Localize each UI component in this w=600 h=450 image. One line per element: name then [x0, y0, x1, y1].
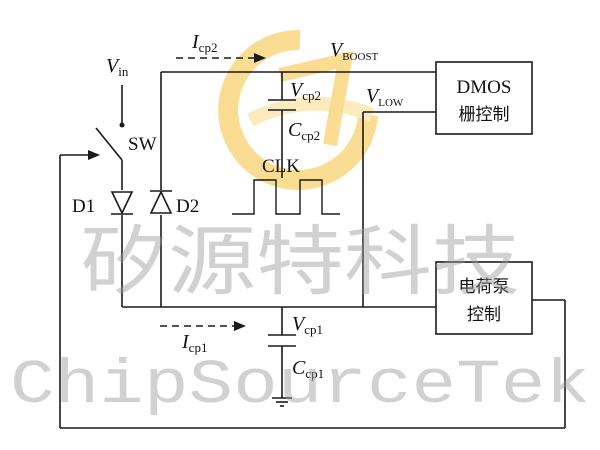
wires: [59, 71, 566, 429]
feedback-arrow-icon: [88, 150, 100, 160]
capacitor-cp1-icon: [268, 334, 296, 347]
clk-waveform-icon: [232, 179, 340, 215]
dmos-block-title: DMOS: [457, 77, 512, 98]
current-arrow-icp2: [176, 53, 266, 63]
label-vin: Vin: [106, 55, 129, 79]
label-icp1: Icp1: [181, 331, 207, 355]
current-arrow-icp1: [160, 321, 246, 331]
label-sw: SW: [128, 134, 157, 155]
pump-block-subtitle: 控制: [467, 305, 501, 325]
label-vcp2: Vcp2: [290, 79, 321, 103]
label-clk: CLK: [262, 156, 300, 177]
switch-contact-icon: [119, 122, 125, 128]
charge-pump-control-block: 电荷泵 控制: [435, 261, 533, 335]
diode-d1-icon: [110, 191, 134, 215]
label-icp2: Icp2: [191, 31, 217, 55]
label-d1: D1: [72, 196, 95, 217]
diode-d2-icon: [149, 190, 173, 214]
dmos-gate-control-block: DMOS 栅控制: [435, 61, 533, 135]
dmos-block-subtitle: 栅控制: [459, 105, 510, 125]
label-vlow: VLOW: [366, 85, 404, 109]
labels: Vin SW D1 D2 Icp2 VBOOST VLOW Vcp2 Ccp2 …: [72, 31, 404, 381]
label-vcp1: Vcp1: [292, 313, 323, 337]
ground-icon: [272, 397, 292, 407]
label-ccp1: Ccp1: [292, 357, 324, 381]
capacitor-cp2-icon: [268, 99, 296, 111]
label-ccp2: Ccp2: [288, 119, 320, 143]
watermark-cn: 矽源特科技: [80, 217, 520, 306]
watermark-logo: [218, 29, 378, 190]
watermark-en: ChipSourceTek: [10, 350, 590, 421]
pump-block-title: 电荷泵: [459, 277, 510, 297]
label-vboost: VBOOST: [330, 39, 379, 63]
label-d2: D2: [176, 196, 199, 217]
